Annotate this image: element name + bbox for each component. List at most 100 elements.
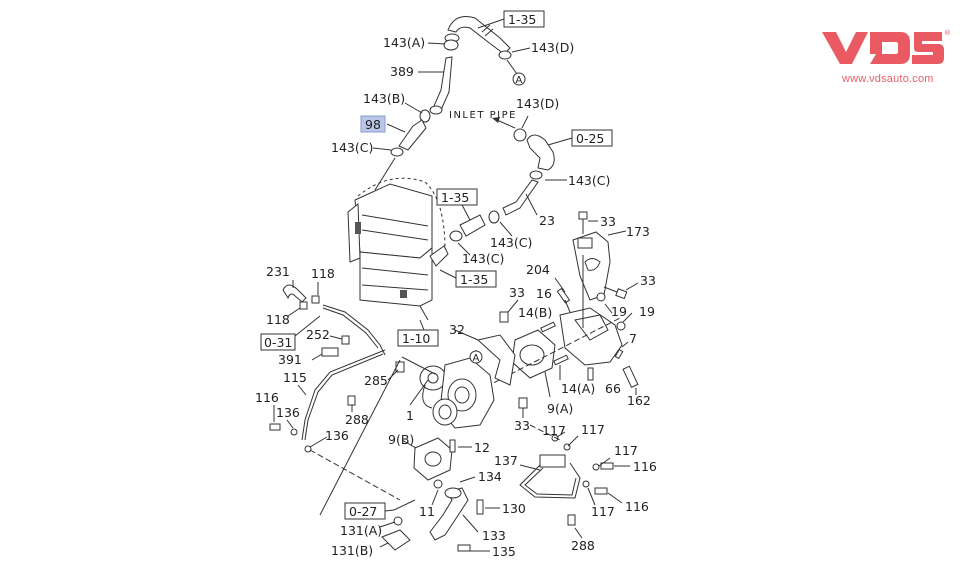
callout-33: 33 [509,285,525,300]
bolt-130[interactable] [476,499,484,515]
bracket-173[interactable] [572,231,611,301]
water-pipe-137[interactable] [519,462,581,499]
inlet-pipe-label: INLET PIPE [449,110,517,121]
washer-136-a[interactable] [290,428,298,436]
callout-143b: 143(B) [363,91,405,106]
bolt-116-a[interactable] [600,462,614,470]
callout-231: 231 [266,264,290,279]
callout-204: 204 [526,262,550,277]
bolt-135[interactable] [457,544,471,552]
callout-1: 1 [406,408,414,423]
hose-1-35-mid[interactable] [459,214,486,237]
bolt-162[interactable] [622,365,639,388]
callout-389: 389 [390,64,414,79]
ref-1-35-low[interactable]: 1-35 [455,270,497,288]
ref-label: 0-31 [264,335,292,350]
ref-1-10[interactable]: 1-10 [397,329,439,347]
callout-136: 136 [276,405,300,420]
callout-118: 118 [266,312,290,327]
clamp-143c-mid1[interactable] [488,210,500,224]
clamp-143a[interactable] [443,39,459,51]
callout-19: 19 [639,304,655,319]
pin-7[interactable] [614,348,624,360]
callout-288: 288 [345,412,369,427]
callout-143d: 143(D) [516,96,559,111]
bolt-33-top[interactable] [578,211,588,220]
callout-115: 115 [283,370,307,385]
hose-389[interactable] [433,56,453,111]
callout-117: 117 [614,443,638,458]
oil-drain-pipe-133[interactable] [429,487,469,541]
washer-118-a[interactable] [311,295,320,304]
bolt-288-b[interactable] [567,514,576,526]
ref-0-31[interactable]: 0-31 [260,333,296,351]
bolt-33-lower[interactable] [518,397,528,409]
oil-feed-pipe[interactable] [322,304,386,356]
clamp-143c-mid2[interactable] [449,230,463,242]
ref-0-25[interactable]: 0-25 [571,129,613,147]
water-pipe-bracket [539,454,566,468]
stud-14b[interactable] [540,321,556,333]
marker-letter: A [473,353,480,364]
ref-label: 1-10 [402,331,430,346]
callout-285: 285 [364,373,388,388]
turbocharger-1[interactable] [419,357,495,429]
hose-231[interactable] [282,284,307,303]
clamp-143c-left[interactable] [390,147,404,157]
ref-1-35-mid[interactable]: 1-35 [436,188,478,206]
marker-a-top: A [512,72,526,86]
heat-shield-32[interactable] [476,334,516,386]
clamp-143d-mid[interactable] [513,128,527,142]
stud-12[interactable] [449,439,456,453]
callout-131b: 131(B) [331,543,373,558]
callout-143c: 143(C) [462,251,504,266]
bolt-288-a[interactable] [347,395,356,406]
nut-11[interactable] [433,479,443,489]
gasket-134[interactable] [444,487,462,499]
callout-135: 135 [492,544,516,559]
nut-19-a[interactable] [596,292,606,302]
logo-url[interactable]: www.vdsauto.com [842,73,934,85]
stud-14a[interactable] [553,354,569,366]
bolt-116-b[interactable] [594,487,608,495]
clamp-143c-right[interactable] [529,170,543,180]
bolt-33-shield[interactable] [499,311,509,323]
washer-117-d[interactable] [582,480,590,488]
clip-391[interactable] [321,347,339,357]
clamp-143d-top[interactable] [498,50,512,60]
bolt-116-left[interactable] [269,423,281,431]
callout-143a: 143(A) [383,35,425,50]
stud-204[interactable] [556,287,571,304]
clamp-143b[interactable] [419,109,431,123]
callout-136: 136 [325,428,349,443]
intercooler[interactable] [347,177,449,307]
highlight-98 [360,115,386,133]
bolt-252[interactable] [341,335,350,345]
callout-391: 391 [278,352,302,367]
washer-118-b[interactable] [299,301,308,310]
callout-14a: 14(A) [561,381,595,396]
registered-mark: ® [944,29,950,37]
ref-1-35-top[interactable]: 1-35 [503,10,545,28]
washer-117-c[interactable] [592,463,600,471]
callout-134: 134 [478,469,502,484]
pipe-23[interactable] [502,179,539,216]
callout-173: 173 [626,224,650,239]
washer-136-b[interactable] [304,445,312,453]
hose-0-25[interactable] [526,134,555,171]
callout-33: 33 [640,273,656,288]
callout-33: 33 [514,418,530,433]
ref-label: 1-35 [441,190,469,205]
callout-137: 137 [494,453,518,468]
gasket-131b[interactable] [381,529,411,551]
ref-0-27[interactable]: 0-27 [344,502,386,520]
callout-98[interactable]: 98 [365,117,381,132]
intercooler-fin-mark [400,290,407,298]
nut-19-b[interactable] [616,321,626,331]
hose-98[interactable] [398,119,427,151]
gasket-131a[interactable] [393,516,403,526]
oil-pipe-115[interactable] [301,349,386,441]
stud-66[interactable] [587,367,594,381]
marker-a-turbo: A [469,350,483,364]
bolt-33-right[interactable] [615,288,628,300]
